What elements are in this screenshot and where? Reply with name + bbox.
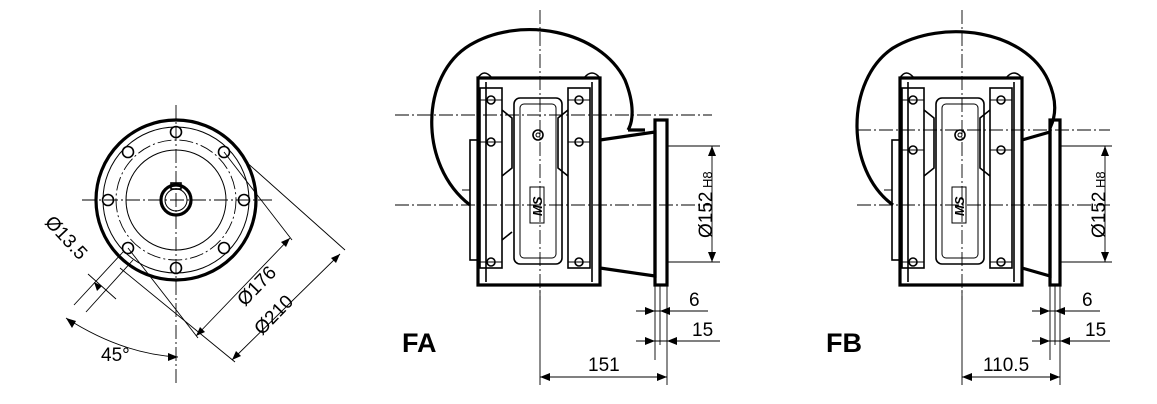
- fb-overall-length: 110.5: [983, 355, 1029, 376]
- fb-brand-logo: MS: [951, 186, 967, 224]
- bolt-hole-label: Ø13.5: [40, 212, 91, 264]
- fa-flange-adapter: [599, 130, 657, 278]
- fb-pilot-tolerance: H8: [1093, 171, 1108, 188]
- fa-worm-housing-arc: [430, 28, 634, 207]
- fa-pilot-tolerance: H8: [700, 171, 715, 188]
- fa-side-view: MS Ø152 H8 6 15 151 F: [395, 10, 720, 385]
- svg-text:MS: MS: [530, 196, 545, 216]
- shaft-bore: [159, 183, 193, 217]
- fb-pilot-depth: 15: [1085, 320, 1106, 341]
- fa-gearbox-body: [476, 76, 602, 287]
- flange-front-view: Ø176 Ø210 Ø13.5 45°: [40, 105, 346, 385]
- fa-pilot-diameter: Ø152: [696, 192, 717, 238]
- fb-flange-thickness: 6: [1082, 290, 1093, 311]
- flange-outer-circle: [94, 118, 258, 282]
- fa-brand-logo: MS: [529, 186, 545, 224]
- fa-overall-length: 151: [588, 355, 620, 376]
- fa-flange-thickness: 6: [689, 290, 700, 311]
- fb-pilot-diameter: Ø152: [1089, 192, 1110, 238]
- fa-view-label: FA: [402, 328, 437, 358]
- fa-pilot-depth: 15: [692, 320, 713, 341]
- fb-housing-window: [935, 97, 985, 265]
- fa-housing-window: [513, 97, 563, 265]
- fb-flange-adapter: [1021, 129, 1052, 279]
- fb-view-label: FB: [826, 328, 862, 358]
- svg-text:MS: MS: [952, 196, 967, 216]
- fb-worm-housing-arc: [855, 30, 1057, 207]
- fa-flange-plate: [653, 118, 669, 287]
- fb-side-view: MS Ø152 H8 6 15 110.5 FB: [826, 10, 1112, 385]
- bolt-holes: [101, 125, 251, 275]
- fb-flange-plate: [1048, 118, 1062, 287]
- angle-label: 45°: [101, 345, 130, 366]
- fb-gearbox-body: [898, 76, 1024, 287]
